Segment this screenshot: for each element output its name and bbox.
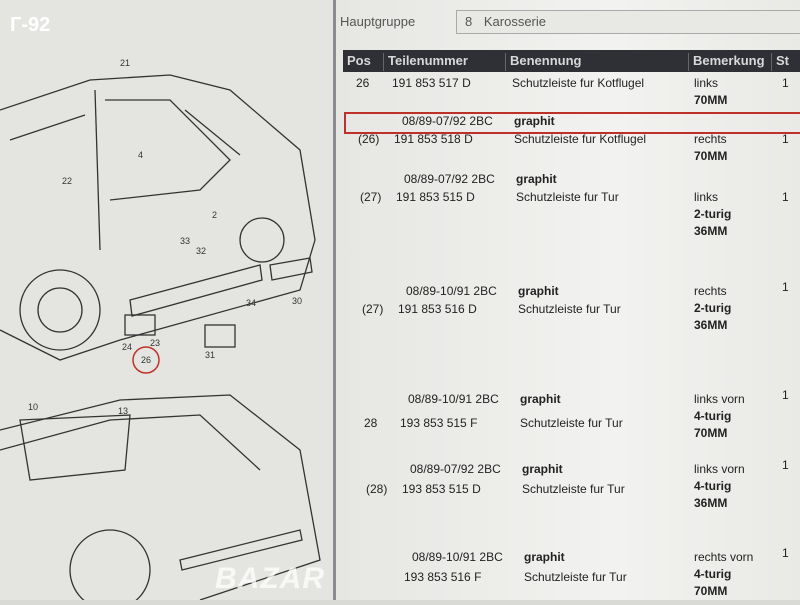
remark-line: links xyxy=(694,76,719,90)
pos-cell: (27) xyxy=(360,190,382,204)
color-label: graphit xyxy=(522,462,563,476)
callout: 30 xyxy=(292,296,303,306)
table-header: Pos Teilenummer Benennung Bemerkung St xyxy=(343,50,800,72)
callout: 13 xyxy=(118,406,129,416)
color-label: graphit xyxy=(524,550,565,564)
pos-cell: 26 xyxy=(356,76,370,90)
remark-line: links vorn xyxy=(694,462,745,476)
part-number-cell: 191 853 518 D xyxy=(394,132,473,146)
remark-line: 36MM xyxy=(694,224,728,238)
part-number-cell: 191 853 515 D xyxy=(396,190,475,204)
remark-line: 70MM xyxy=(694,426,728,440)
st-cell: 1 xyxy=(782,388,789,402)
name-cell: Schutzleiste fur Tur xyxy=(516,190,619,204)
remark-line: links xyxy=(694,190,719,204)
parts-panel: Hauptgruppe 8 Karosserie Pos Teilenummer… xyxy=(336,0,800,600)
col-st[interactable]: St xyxy=(771,53,789,71)
pos-cell: 28 xyxy=(364,416,378,430)
exploded-diagram[interactable]: 21 22 4 2 33 32 34 30 31 26 24 23 13 10 … xyxy=(0,0,335,605)
color-label: graphit xyxy=(520,392,561,406)
hauptgruppe-field[interactable]: 8 Karosserie xyxy=(456,10,800,34)
listing-badge: Г-92 xyxy=(10,14,51,36)
callout: 21 xyxy=(120,58,131,68)
date-range: 08/89-10/91 2BC xyxy=(412,550,503,564)
remark-line: rechts vorn xyxy=(694,550,754,564)
remark-line: 4-turig xyxy=(694,479,732,493)
name-cell: Schutzleiste fur Tur xyxy=(518,302,621,316)
col-name[interactable]: Benennung xyxy=(505,53,582,71)
remark-line: 2-turig xyxy=(694,207,732,221)
remark-line: rechts xyxy=(694,284,727,298)
st-cell: 1 xyxy=(782,76,789,90)
name-cell: Schutzleiste fur Kotflugel xyxy=(514,132,647,146)
col-pos[interactable]: Pos xyxy=(347,53,371,68)
watermark: BAZAR xyxy=(215,562,325,595)
hauptgruppe-value: Karosserie xyxy=(483,14,546,29)
col-remark[interactable]: Bemerkung xyxy=(688,53,765,71)
color-label: graphit xyxy=(514,114,555,128)
selection-highlight xyxy=(344,112,800,134)
name-cell: Schutzleiste fur Kotflugel xyxy=(512,76,645,90)
remark-line: 4-turig xyxy=(694,409,732,423)
part-number-cell: 193 853 515 D xyxy=(402,482,481,496)
part-number-cell: 193 853 516 F xyxy=(404,570,482,584)
splitter[interactable] xyxy=(333,0,336,600)
pos-cell: (26) xyxy=(358,132,380,146)
callout: 2 xyxy=(212,210,218,220)
callout: 33 xyxy=(180,236,191,246)
callout: 10 xyxy=(28,402,39,412)
date-range: 08/89-07/92 2BC xyxy=(402,114,493,128)
remark-line: 36MM xyxy=(694,318,728,332)
pos-cell: (28) xyxy=(366,482,388,496)
remark-line: links vorn xyxy=(694,392,745,406)
name-cell: Schutzleiste fur Tur xyxy=(520,416,623,430)
hauptgruppe-label: Hauptgruppe xyxy=(340,14,416,29)
remark-line: 4-turig xyxy=(694,567,732,581)
name-cell: Schutzleiste fur Tur xyxy=(522,482,625,496)
part-number-cell: 191 853 517 D xyxy=(392,76,471,90)
color-label: graphit xyxy=(516,172,557,186)
color-label: graphit xyxy=(518,284,559,298)
hauptgruppe-code: 8 xyxy=(465,14,473,29)
remark-line: 70MM xyxy=(694,584,728,598)
date-range: 08/89-10/91 2BC xyxy=(406,284,497,298)
st-cell: 1 xyxy=(782,280,789,294)
date-range: 08/89-07/92 2BC xyxy=(410,462,501,476)
part-number-cell: 191 853 516 D xyxy=(398,302,477,316)
callout: 32 xyxy=(196,246,207,256)
remark-line: 70MM xyxy=(694,93,728,107)
pos-cell: (27) xyxy=(362,302,384,316)
car-body-drawing xyxy=(0,74,321,605)
callout-selected[interactable]: 26 xyxy=(141,355,152,365)
date-range: 08/89-10/91 2BC xyxy=(408,392,499,406)
callout: 34 xyxy=(246,298,257,308)
col-part[interactable]: Teilenummer xyxy=(383,53,468,71)
part-number-cell: 193 853 515 F xyxy=(400,416,478,430)
st-cell: 1 xyxy=(782,132,789,146)
name-cell: Schutzleiste fur Tur xyxy=(524,570,627,584)
remark-line: 2-turig xyxy=(694,301,732,315)
remark-line: 70MM xyxy=(694,149,728,163)
date-range: 08/89-07/92 2BC xyxy=(404,172,495,186)
remark-line: 36MM xyxy=(694,496,728,510)
st-cell: 1 xyxy=(782,546,789,560)
st-cell: 1 xyxy=(782,190,789,204)
st-cell: 1 xyxy=(782,458,789,472)
callout: 4 xyxy=(138,150,144,160)
callout: 23 xyxy=(150,338,161,348)
callout: 31 xyxy=(205,350,216,360)
remark-line: rechts xyxy=(694,132,727,146)
callout: 24 xyxy=(122,342,133,352)
callout: 22 xyxy=(62,176,73,186)
